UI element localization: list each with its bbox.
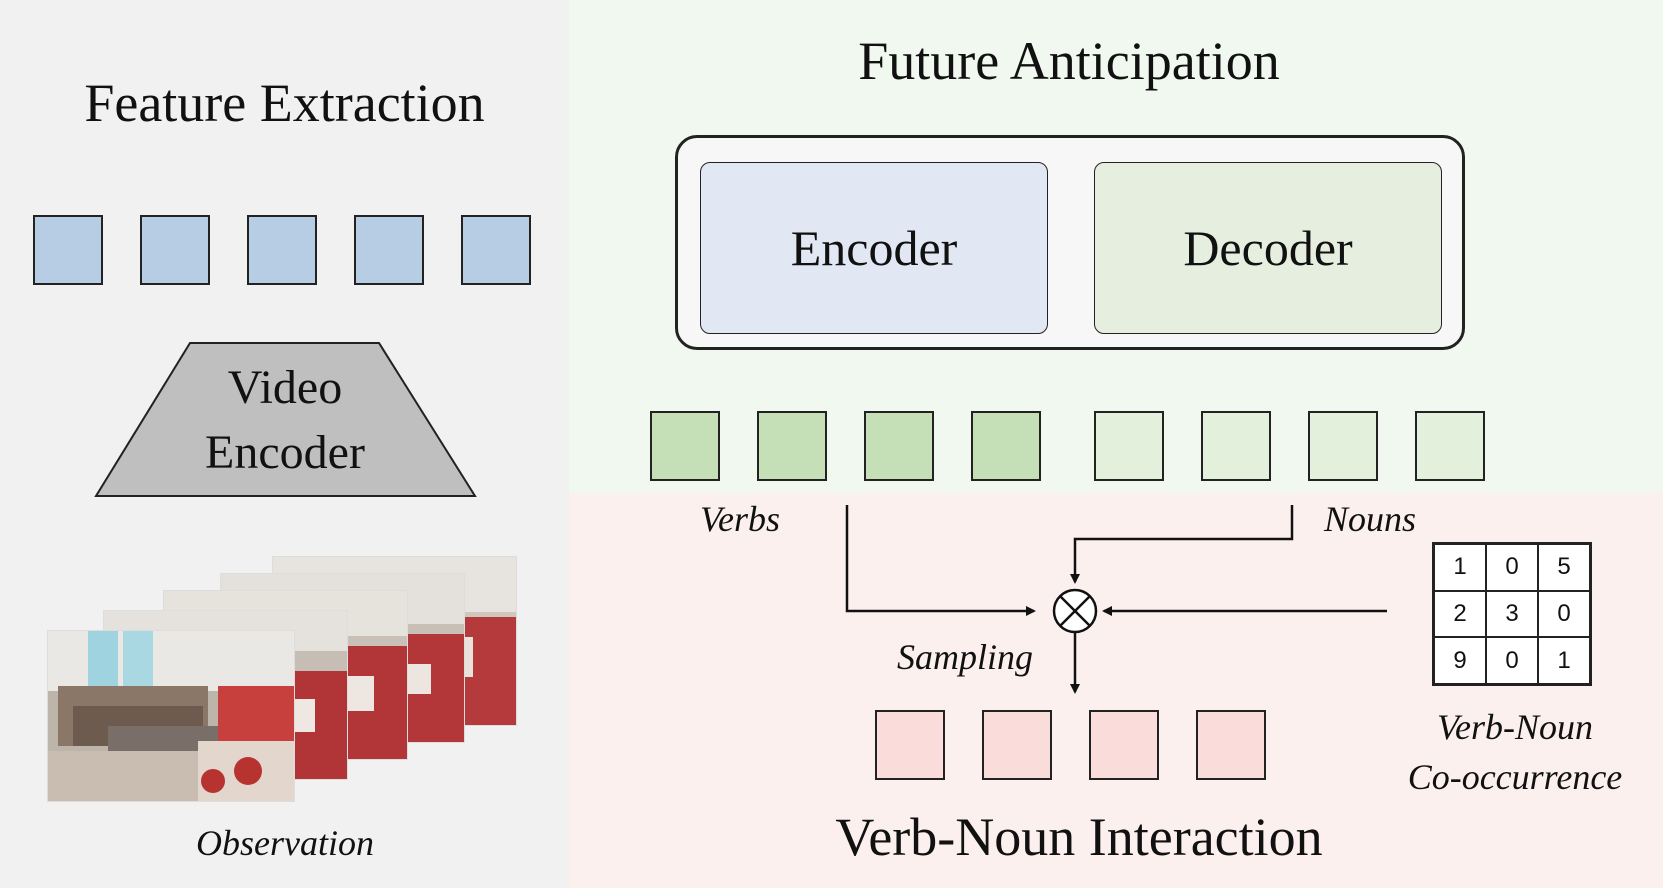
video-encoder-label-line2: Encoder [205, 426, 365, 479]
matrix-cell: 1 [1538, 637, 1590, 684]
decoder-block: Decoder [1094, 162, 1442, 334]
verb-noun-interaction-title: Verb-Noun Interaction [835, 807, 1323, 867]
sampling-label: Sampling [896, 637, 1033, 677]
verbs-arrow [845, 505, 1036, 616]
matrix-cell: 0 [1538, 590, 1590, 638]
matrix-cell: 1 [1434, 544, 1486, 591]
interaction-output-token [875, 710, 945, 780]
multiply-operator-icon [1052, 588, 1098, 634]
verb-token [864, 411, 934, 481]
noun-token [1415, 411, 1485, 481]
verb-token [650, 411, 720, 481]
cooccurrence-matrix: 1 0 5 2 3 0 9 0 1 [1432, 542, 1592, 686]
video-encoder-label-line1: Video [227, 361, 343, 414]
future-anticipation-model: Encoder Decoder [675, 135, 1465, 350]
cooccurrence-label-line1: Verb-Noun [1437, 707, 1593, 747]
feature-extraction-title: Feature Extraction [84, 73, 485, 133]
nouns-arrow [1070, 505, 1294, 584]
matrix-cell: 0 [1486, 544, 1538, 591]
interaction-output-token [982, 710, 1052, 780]
encoder-label: Encoder [790, 220, 958, 276]
feature-token [33, 215, 103, 285]
video-encoder-trapezoid [94, 342, 477, 497]
feature-token [140, 215, 210, 285]
observation-label: Observation [196, 823, 374, 863]
interaction-output-token [1089, 710, 1159, 780]
matrix-cell: 2 [1434, 590, 1486, 638]
future-anticipation-title: Future Anticipation [858, 31, 1280, 91]
verb-token [757, 411, 827, 481]
video-frame [47, 630, 295, 802]
video-frame-image [48, 631, 294, 801]
noun-token [1094, 411, 1164, 481]
nouns-label: Nouns [1323, 499, 1417, 539]
noun-token [1201, 411, 1271, 481]
verbs-label: Verbs [700, 499, 780, 539]
matrix-cell: 9 [1434, 637, 1486, 684]
interaction-output-token [1196, 710, 1266, 780]
noun-token [1308, 411, 1378, 481]
decoder-label: Decoder [1183, 220, 1353, 276]
feature-token [247, 215, 317, 285]
matrix-cell: 3 [1486, 590, 1538, 638]
matrix-cell: 0 [1486, 637, 1538, 684]
encoder-block: Encoder [700, 162, 1048, 334]
cooccurrence-label-line2: Co-occurrence [1407, 757, 1623, 797]
matrix-cell: 5 [1538, 544, 1590, 591]
feature-token [461, 215, 531, 285]
verb-token [971, 411, 1041, 481]
feature-token [354, 215, 424, 285]
